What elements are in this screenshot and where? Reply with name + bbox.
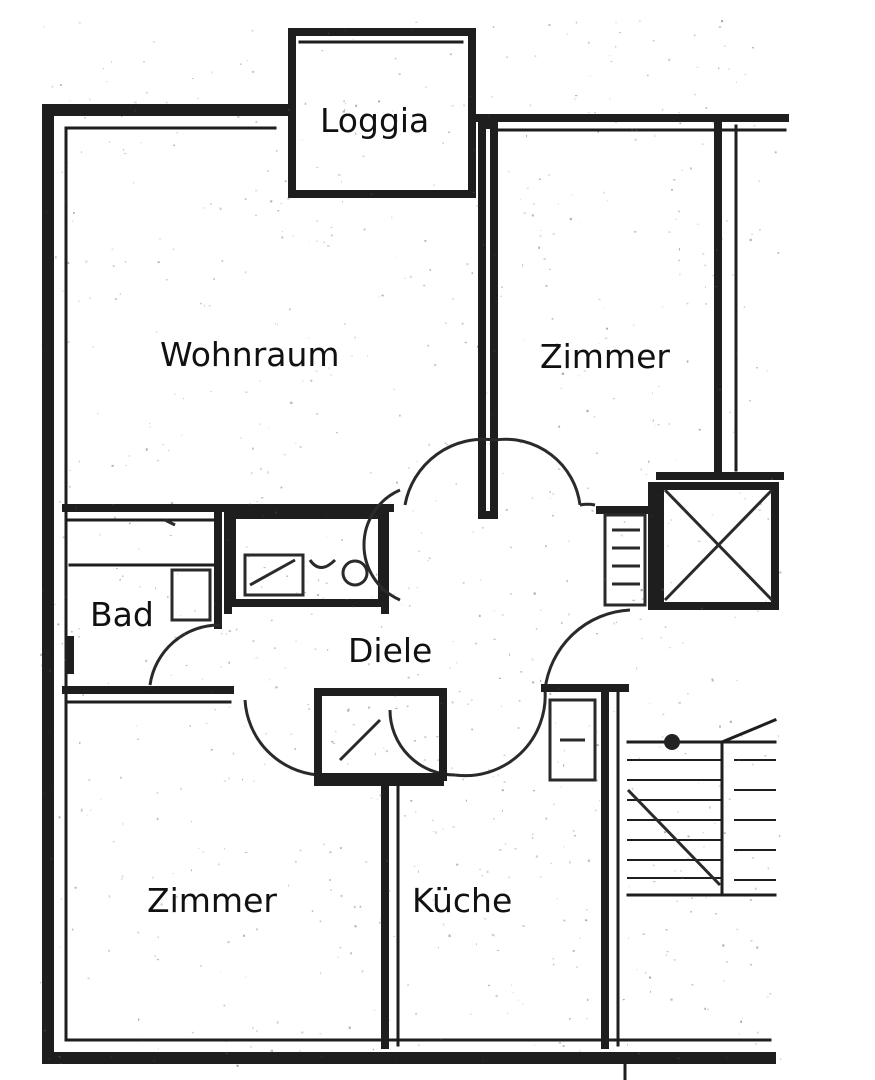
room-label-loggia: Loggia [320, 101, 430, 140]
room-label-kueche: Küche [412, 881, 513, 920]
wall-wohnraum-zimmer [478, 121, 498, 519]
room-label-bad: Bad [90, 595, 154, 634]
room-label-diele: Diele [348, 631, 433, 670]
outer-wall-west [42, 104, 291, 1064]
wardrobe [596, 482, 656, 610]
room-label-wohnraum: Wohnraum [160, 335, 340, 374]
room-label-zimmer-top: Zimmer [540, 337, 670, 376]
kitchen-closet [314, 688, 447, 781]
bath-fixtures [68, 511, 389, 629]
loggia-walls [288, 28, 476, 198]
shaft [656, 482, 779, 610]
staircase [626, 718, 777, 897]
wall-wohnraum-bad [62, 504, 394, 522]
wall-zimmer-east [656, 122, 784, 480]
outer-walls [42, 104, 789, 1064]
walls-south-rooms [314, 684, 629, 1049]
room-label-zimmer-bottom: Zimmer [147, 881, 277, 920]
wall-bad-zimmer [62, 636, 234, 704]
